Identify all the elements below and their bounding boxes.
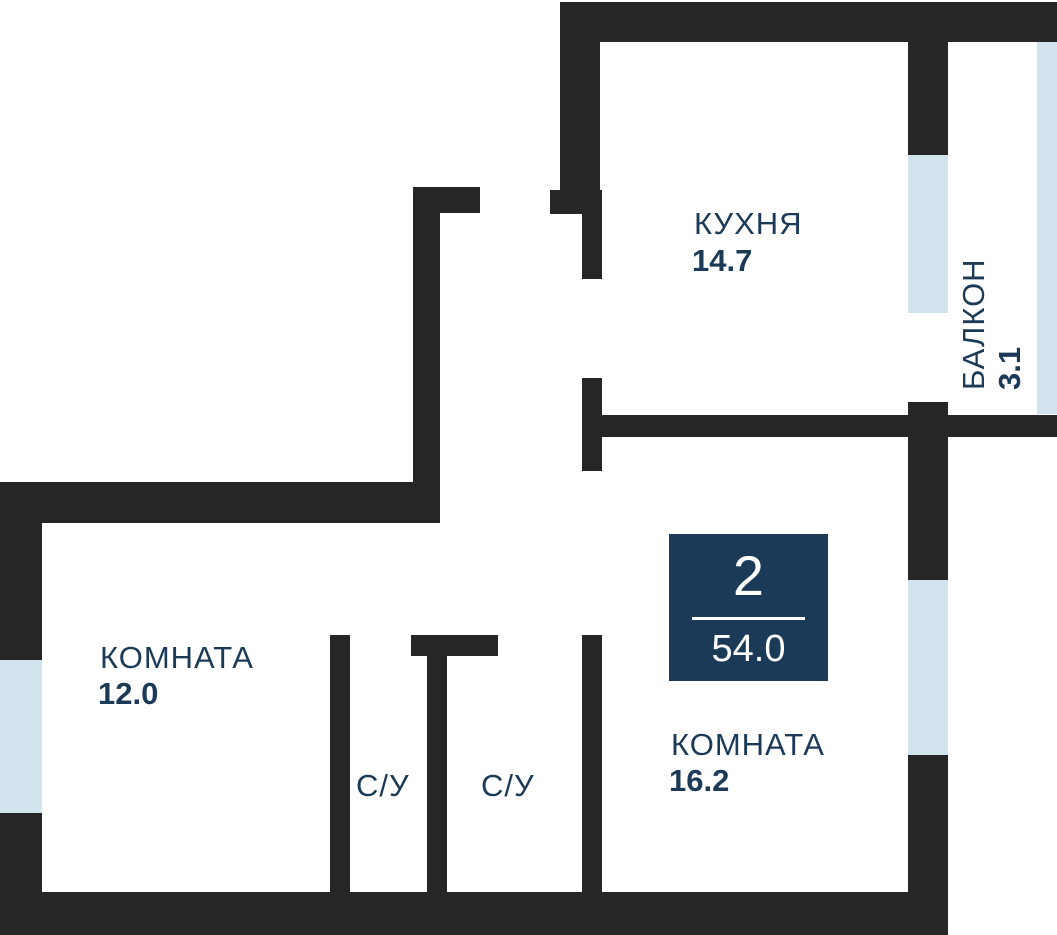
wall-kitchen-right-upper: [908, 2, 948, 155]
wall-top: [560, 2, 1057, 42]
bathroom-2-name: С/У: [481, 768, 535, 803]
kitchen-area: 14.7: [692, 243, 753, 278]
wall-right-lower: [908, 755, 948, 935]
window-balcony: [1037, 42, 1057, 414]
wall-hall-left: [413, 187, 440, 523]
window-kitchen: [908, 155, 948, 313]
wall-left-upper: [0, 482, 42, 660]
wall-bottom: [0, 892, 948, 935]
wall-kitchen-door-jamb: [582, 378, 602, 471]
balcony-label: БАЛКОН 3.1: [956, 258, 1057, 390]
wall-bath-divider: [427, 635, 447, 895]
rooms-count: 2: [732, 544, 765, 607]
wall-bath-room-right: [582, 635, 602, 895]
window-room-right: [908, 580, 948, 755]
wall-kitchen-room: [582, 415, 1057, 437]
room-left-name: КОМНАТА: [100, 640, 254, 675]
wall-room-left-bath: [330, 635, 350, 895]
room-left-area: 12.0: [98, 676, 159, 711]
total-area: 54.0: [711, 628, 786, 670]
badge-divider: [692, 617, 805, 620]
wall-corridor-stub: [550, 190, 590, 214]
window-room-left: [0, 660, 42, 813]
room-right-name: КОМНАТА: [671, 727, 825, 762]
wall-bath-top: [411, 635, 498, 656]
apartment-badge: 2 54.0: [669, 534, 828, 681]
room-right-area: 16.2: [669, 763, 730, 798]
kitchen-name: КУХНЯ: [694, 206, 803, 241]
balcony-area: 3.1: [992, 346, 1027, 390]
wall-room-left-top: [0, 482, 440, 523]
wall-left-kitchen-upper: [560, 2, 600, 214]
balcony-name: БАЛКОН: [956, 258, 991, 390]
bathroom-1-name: С/У: [356, 768, 410, 803]
